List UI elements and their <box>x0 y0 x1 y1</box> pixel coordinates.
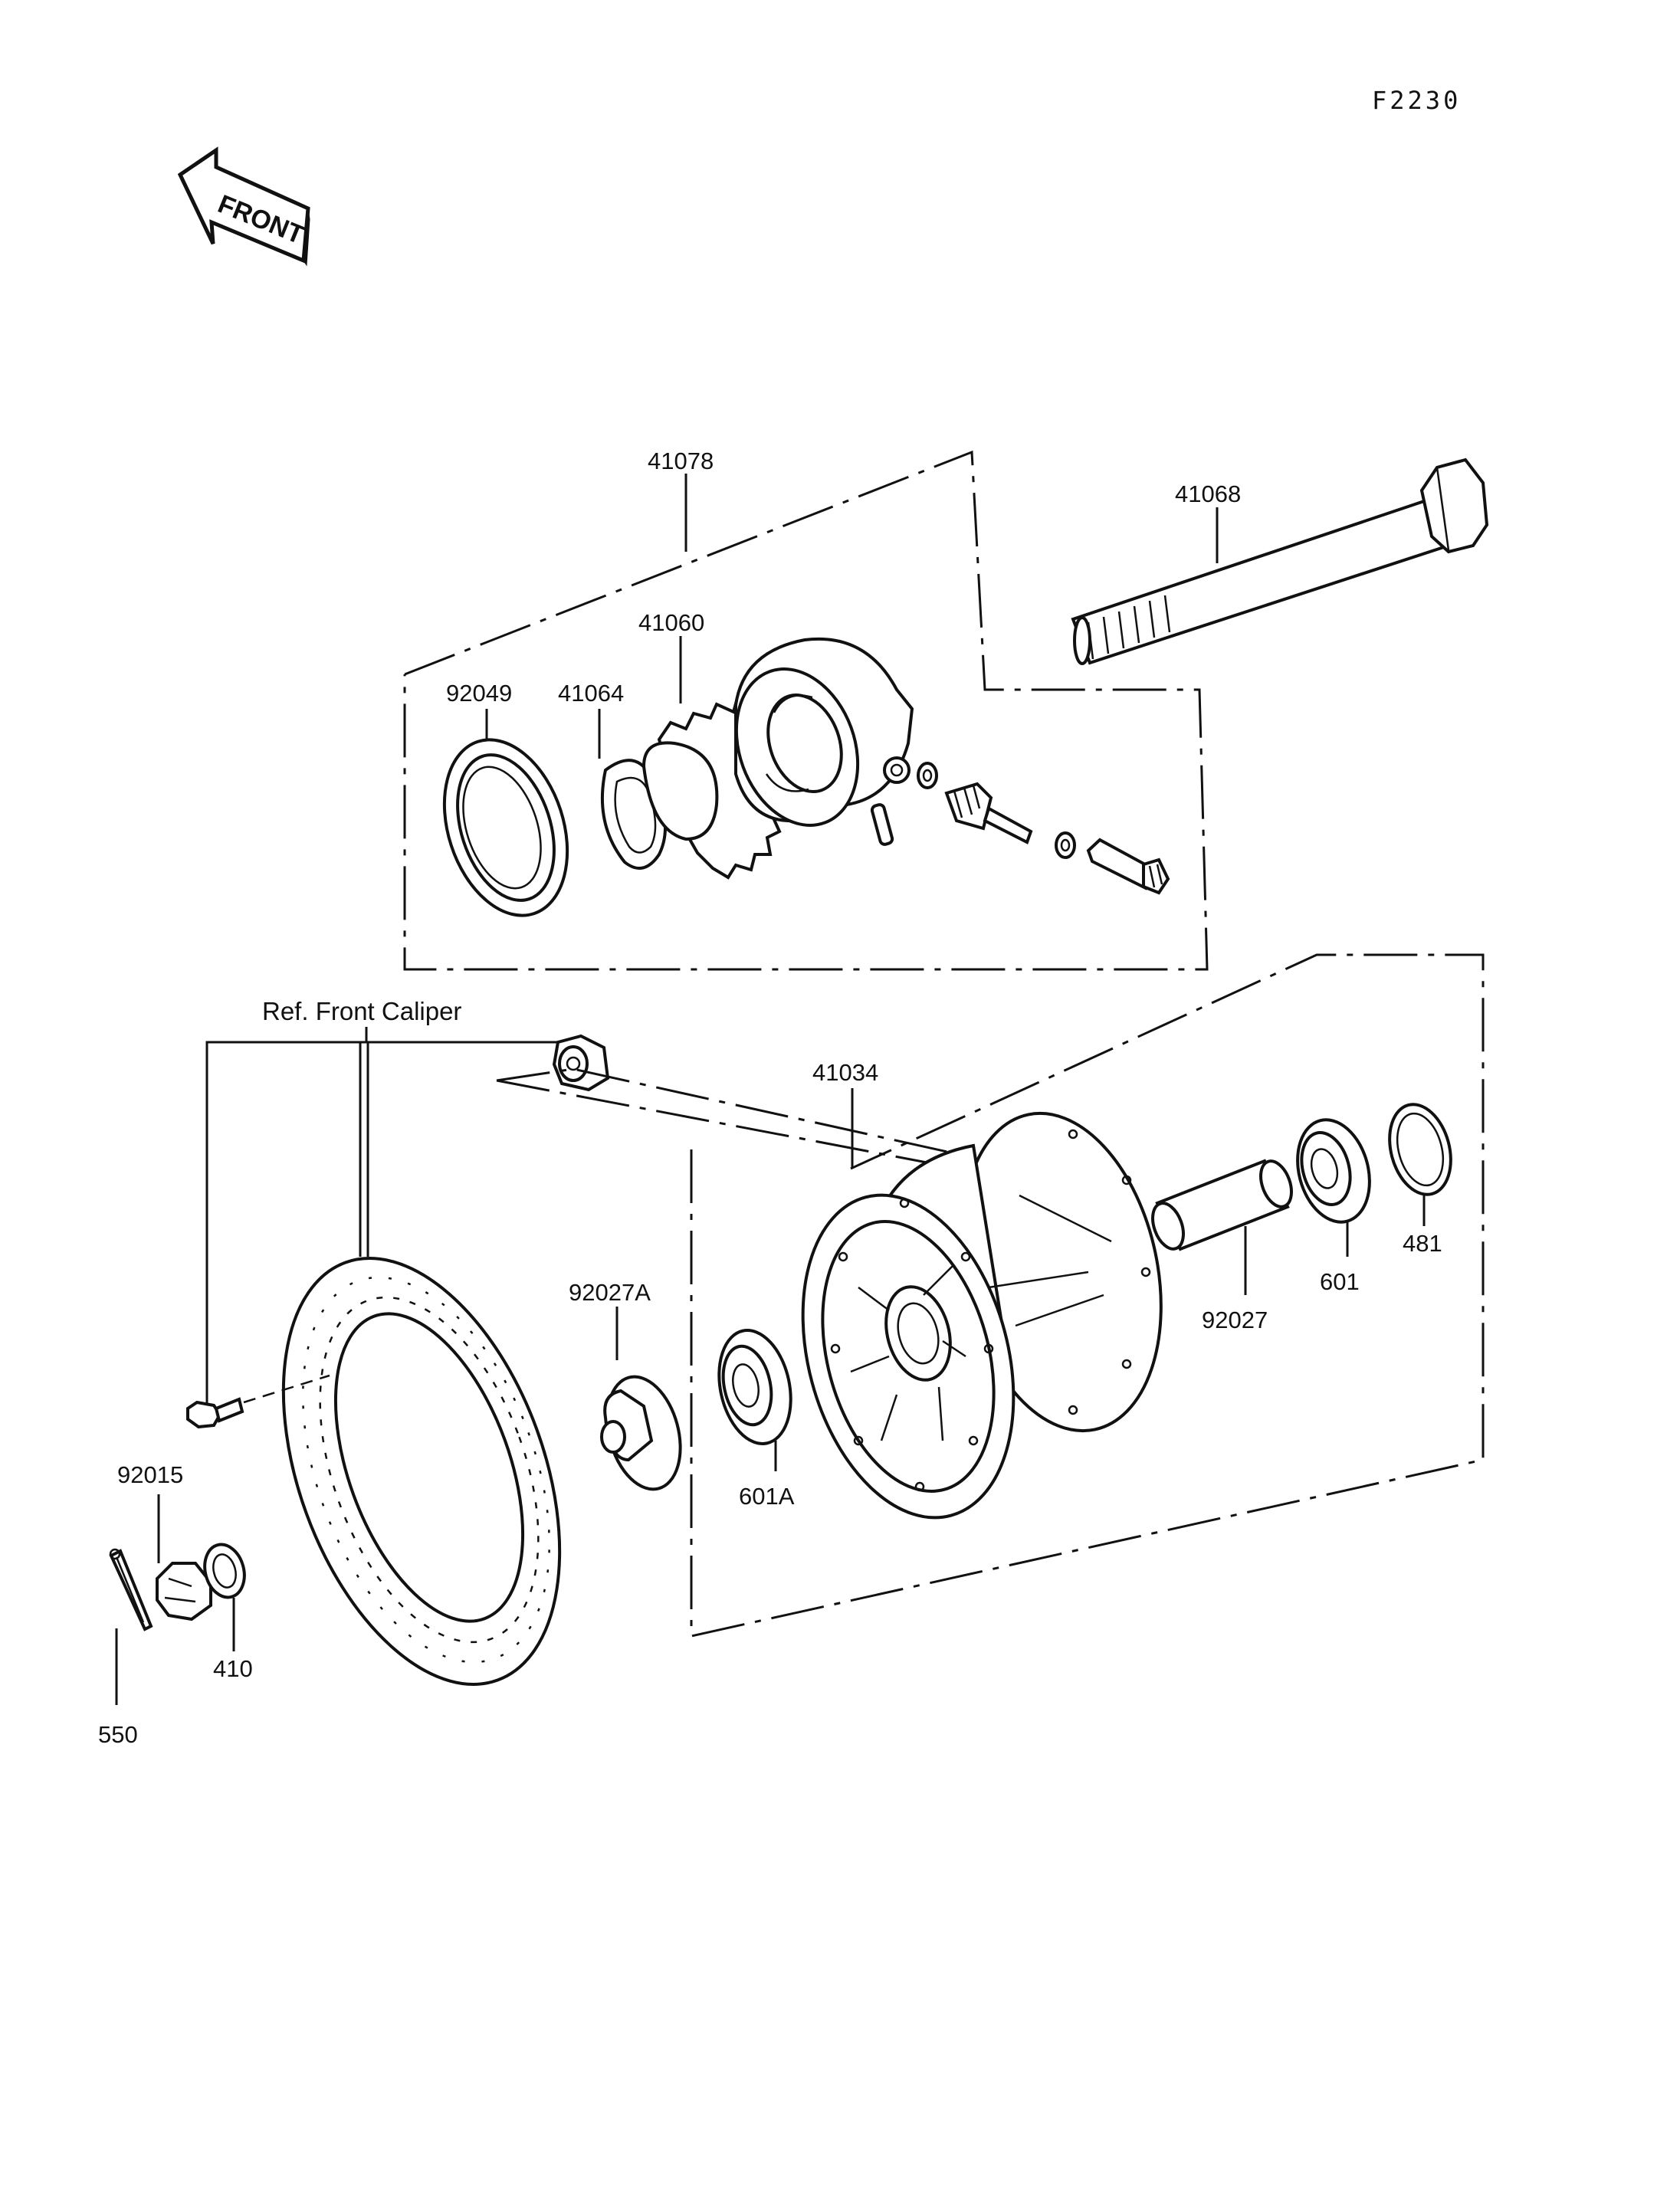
spacer-92027 <box>1151 1159 1293 1251</box>
part-label-41064: 41064 <box>558 680 624 707</box>
part-label-41078: 41078 <box>648 448 714 474</box>
kit-41078-boundary <box>403 450 1209 971</box>
part-label-601: 601 <box>1320 1268 1360 1295</box>
pin <box>870 803 894 846</box>
part-label-92027a: 92027A <box>569 1279 651 1306</box>
part-label-41068: 41068 <box>1175 480 1241 507</box>
seal-92049 <box>442 738 569 917</box>
part-label-410: 410 <box>213 1655 253 1682</box>
part-label-92049: 92049 <box>446 680 512 707</box>
pinion-assembly <box>917 762 1170 895</box>
brake-disc <box>281 1257 562 1686</box>
bearing-601 <box>1296 1118 1371 1224</box>
part-label-41060: 41060 <box>638 609 704 636</box>
caliper-nut <box>552 1034 610 1092</box>
part-label-601a: 601A <box>739 1483 795 1510</box>
part-label-550: 550 <box>98 1721 138 1748</box>
circlip-481 <box>1388 1103 1452 1196</box>
part-label-41034: 41034 <box>812 1059 878 1086</box>
part-label-92015: 92015 <box>117 1461 183 1488</box>
cotter-pin-550 <box>109 1548 153 1631</box>
front-hub <box>801 1111 1163 1520</box>
speedometer-gearbox-housing <box>734 637 914 846</box>
castle-nut-92015 <box>156 1562 212 1622</box>
collar-92027a <box>600 1375 682 1491</box>
part-label-481: 481 <box>1403 1230 1442 1257</box>
part-label-92027: 92027 <box>1202 1307 1268 1333</box>
bearing-601a <box>717 1329 792 1445</box>
ref-front-caliper-label: Ref. Front Caliper <box>262 997 461 1025</box>
washer-410 <box>203 1543 246 1599</box>
front-arrow-icon: FRONT <box>177 146 310 267</box>
disc-bolt <box>186 1397 244 1429</box>
figure-code: F2230 <box>1372 86 1461 115</box>
axle-41068 <box>1071 457 1489 665</box>
